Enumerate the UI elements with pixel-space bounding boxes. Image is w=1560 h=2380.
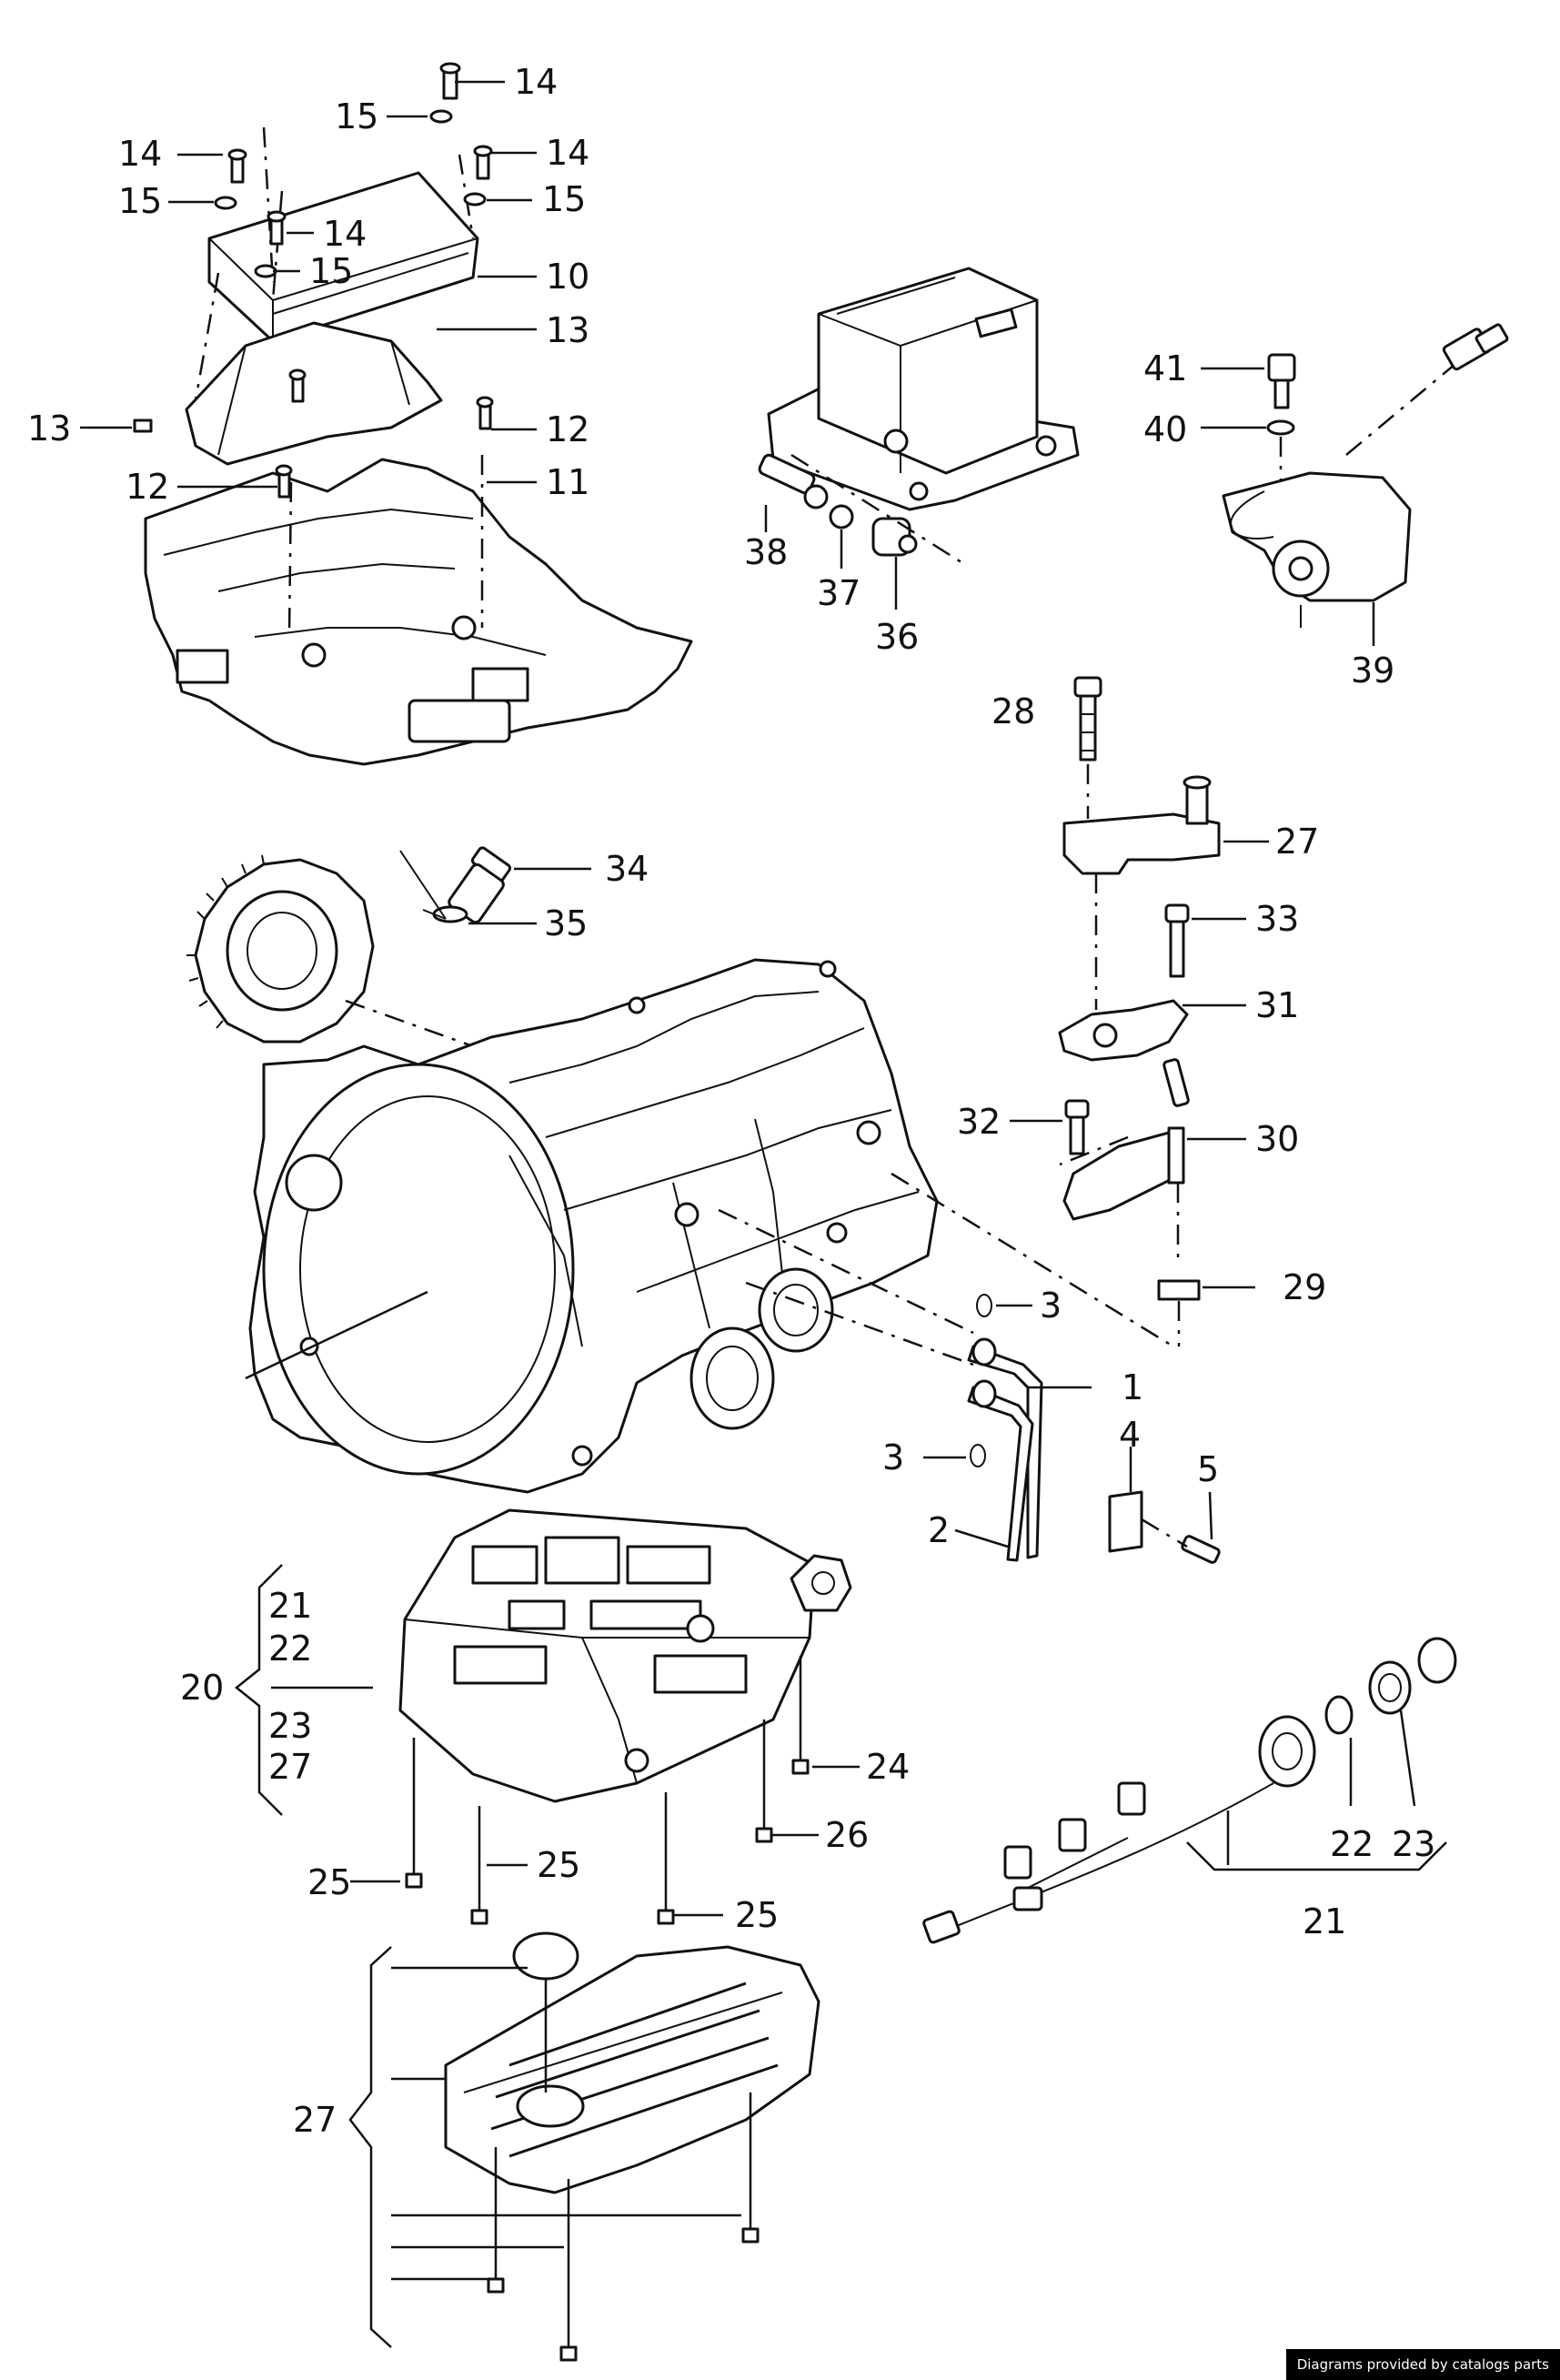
label-27: 27 — [268, 1747, 312, 1787]
label-5: 5 — [1197, 1449, 1219, 1489]
cable-end-38 — [758, 453, 829, 509]
label-22: 22 — [1330, 1824, 1374, 1864]
label-14: 14 — [546, 133, 589, 173]
label-27: 27 — [1275, 822, 1319, 862]
sender-assembly: 41 40 39 — [1143, 323, 1509, 691]
wiring-harness-assembly: 22 23 21 — [922, 1637, 1457, 1944]
valve-body-assembly: 21 22 20 23 27 24 26 25 25 25 — [180, 1508, 910, 1935]
label-28: 28 — [991, 691, 1035, 731]
label-30: 30 — [1255, 1119, 1299, 1159]
label-27: 27 — [293, 2100, 337, 2140]
screw-14-right — [463, 145, 493, 207]
label-21: 21 — [1303, 1901, 1346, 1941]
label-22: 22 — [268, 1629, 312, 1669]
label-34: 34 — [605, 849, 649, 889]
label-21: 21 — [268, 1586, 312, 1626]
drive-plate — [186, 854, 375, 1044]
label-3: 3 — [1040, 1286, 1062, 1326]
label-20: 20 — [180, 1668, 224, 1708]
label-37: 37 — [817, 573, 861, 613]
bushing-36 — [871, 517, 918, 557]
label-26: 26 — [825, 1815, 869, 1855]
label-1: 1 — [1122, 1367, 1143, 1407]
oil-pipes-assembly: 3 1 3 2 4 5 — [882, 1286, 1221, 1564]
label-14: 14 — [118, 134, 162, 174]
label-13: 13 — [27, 408, 71, 449]
control-unit-assembly: 14 15 14 15 14 15 14 15 10 13 13 12 11 1… — [27, 62, 693, 766]
label-10: 10 — [546, 257, 589, 297]
label-29: 29 — [1283, 1267, 1326, 1307]
credit-banner: Diagrams provided by catalogs parts — [1285, 2349, 1560, 2380]
label-15: 15 — [335, 96, 378, 136]
label-31: 31 — [1255, 985, 1299, 1025]
screw-14-top — [429, 62, 461, 124]
label-35: 35 — [544, 903, 588, 943]
label-40: 40 — [1143, 409, 1187, 449]
label-38: 38 — [744, 532, 788, 572]
label-25: 25 — [307, 1862, 351, 1902]
label-3: 3 — [882, 1437, 904, 1477]
label-24: 24 — [866, 1747, 910, 1787]
label-11: 11 — [546, 462, 589, 502]
label-15: 15 — [118, 181, 162, 221]
selector-lever-assembly: 38 37 36 — [744, 267, 1080, 657]
clip-37 — [829, 504, 854, 529]
label-15: 15 — [309, 251, 353, 291]
label-15: 15 — [542, 179, 586, 219]
oil-pan-assembly: 27 — [293, 1931, 820, 2362]
label-41: 41 — [1143, 348, 1187, 388]
screw-14-left — [214, 148, 247, 210]
label-12: 12 — [546, 409, 589, 449]
sensor-34 — [432, 846, 512, 924]
label-12: 12 — [126, 467, 169, 507]
label-14: 14 — [323, 214, 367, 254]
shift-linkage-assembly: 28 27 33 31 32 30 29 — [957, 676, 1326, 1346]
transmission-housing: 34 35 — [186, 846, 1174, 1494]
label-13: 13 — [546, 310, 589, 350]
label-23: 23 — [1392, 1824, 1435, 1864]
label-23: 23 — [268, 1706, 312, 1746]
label-14: 14 — [514, 62, 558, 102]
label-36: 36 — [875, 617, 919, 657]
label-25: 25 — [735, 1895, 779, 1935]
label-4: 4 — [1119, 1415, 1141, 1455]
label-33: 33 — [1255, 899, 1299, 939]
label-32: 32 — [957, 1102, 1001, 1142]
label-39: 39 — [1351, 650, 1394, 691]
label-25: 25 — [537, 1845, 580, 1885]
label-2: 2 — [928, 1510, 950, 1550]
